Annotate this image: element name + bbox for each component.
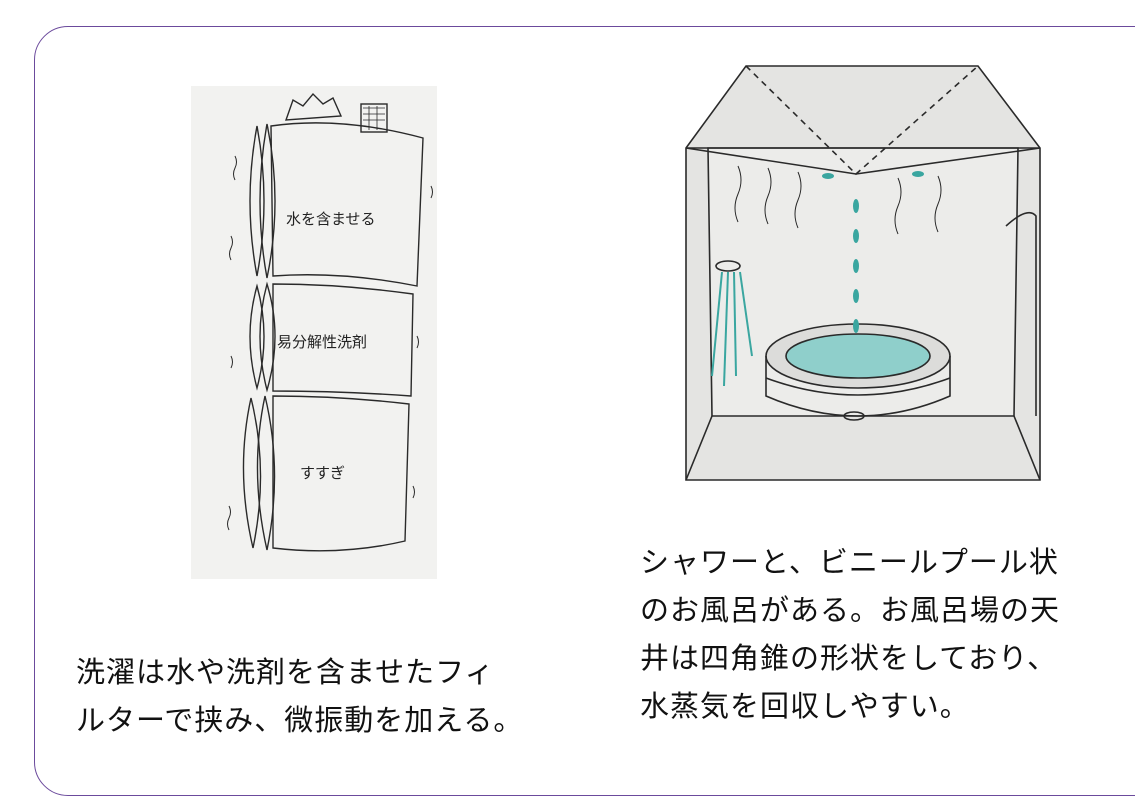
label-soak-water: 水を含ませる [286,210,376,228]
caption-bathroom-line-1: シャワーと、ビニールプール状 [640,545,1059,579]
laundry-filter-illustration: 水を含ませる 易分解性洗剤 すすぎ [191,86,437,579]
caption-bathroom-line-4: 水蒸気を回収しやすい。 [640,689,970,723]
label-rinse: すすぎ [300,464,346,482]
label-biodegradable-detergent: 易分解性洗剤 [277,333,368,351]
caption-bathroom-line-3: 井は四角錐の形状をしており、 [640,641,1058,675]
caption-bathroom-line-2: のお風呂がある。お風呂場の天 [640,593,1061,627]
bathroom-sketch [685,65,1041,481]
filter-sketch [227,92,433,552]
caption-bathroom: シャワーと、ビニールプール状 のお風呂がある。お風呂場の天 井は四角錐の形状をし… [640,538,1060,730]
caption-laundry-line-2: ルターで挟み、微振動を加える。 [76,703,524,737]
caption-laundry: 洗濯は水や洗剤を含ませたフィ ルターで挟み、微振動を加える。 [76,648,523,744]
bathroom-illustration [668,56,1060,483]
caption-laundry-line-1: 洗濯は水や洗剤を含ませたフィ [76,655,495,689]
